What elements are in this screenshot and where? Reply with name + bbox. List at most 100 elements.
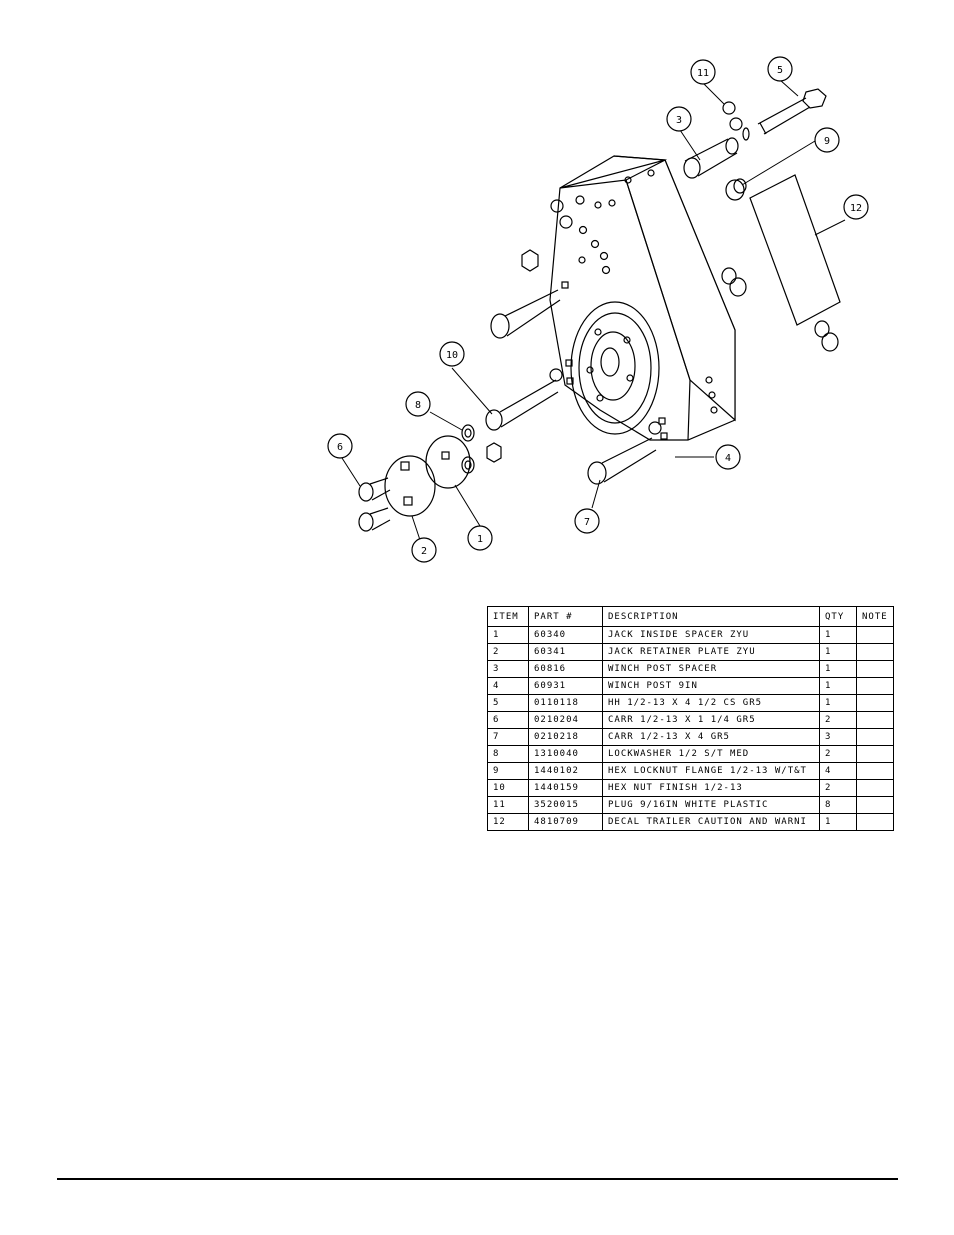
item-cell: 6 bbox=[487, 711, 529, 729]
header-part-number: PART # bbox=[528, 606, 603, 627]
note-cell bbox=[856, 711, 894, 729]
part-number-cell: 0110118 bbox=[528, 694, 603, 712]
item-cell: 3 bbox=[487, 660, 529, 678]
callout-label: 9 bbox=[824, 136, 830, 147]
callout-balloon: 7 bbox=[574, 508, 600, 534]
plugs bbox=[722, 101, 743, 131]
item-cell: 10 bbox=[487, 779, 529, 797]
qty-cell: 1 bbox=[819, 694, 857, 712]
part-number-cell: 60340 bbox=[528, 626, 603, 644]
part-number-cell: 60341 bbox=[528, 643, 603, 661]
callout-label: 5 bbox=[777, 65, 783, 76]
part-number-cell: 60931 bbox=[528, 677, 603, 695]
description-cell: DECAL TRAILER CAUTION AND WARNI bbox=[602, 813, 820, 831]
callout-label: 4 bbox=[725, 453, 731, 464]
callout-balloon: 3 bbox=[666, 106, 692, 132]
description-cell: LOCKWASHER 1/2 S/T MED bbox=[602, 745, 820, 763]
note-cell bbox=[856, 694, 894, 712]
description-cell: JACK RETAINER PLATE ZYU bbox=[602, 643, 820, 661]
item-cell: 2 bbox=[487, 643, 529, 661]
qty-cell: 4 bbox=[819, 762, 857, 780]
part-number-cell: 1440102 bbox=[528, 762, 603, 780]
note-cell bbox=[856, 677, 894, 695]
description-cell: HEX NUT FINISH 1/2-13 bbox=[602, 779, 820, 797]
jack-spacer-and-plate bbox=[358, 435, 471, 532]
note-cell bbox=[856, 762, 894, 780]
callout-balloon: 2 bbox=[411, 537, 437, 563]
callout-label: 3 bbox=[676, 115, 682, 126]
callout-balloon: 6 bbox=[327, 433, 353, 459]
description-cell: HH 1/2-13 X 4 1/2 CS GR5 bbox=[602, 694, 820, 712]
part-number-cell: 0210218 bbox=[528, 728, 603, 746]
qty-cell: 2 bbox=[819, 745, 857, 763]
callout-label: 10 bbox=[446, 350, 458, 361]
description-cell: HEX LOCKNUT FLANGE 1/2-13 W/T&T bbox=[602, 762, 820, 780]
note-cell bbox=[856, 779, 894, 797]
hex-bolt bbox=[742, 88, 827, 141]
item-cell: 12 bbox=[487, 813, 529, 831]
callout-balloon: 8 bbox=[405, 391, 431, 417]
header-item: ITEM bbox=[487, 606, 529, 627]
note-cell bbox=[856, 745, 894, 763]
callout-label: 2 bbox=[421, 546, 427, 557]
header-qty: QTY bbox=[819, 606, 857, 627]
leader-lines bbox=[341, 79, 846, 541]
note-cell bbox=[856, 813, 894, 831]
callout-label: 11 bbox=[697, 68, 709, 79]
description-cell: PLUG 9/16IN WHITE PLASTIC bbox=[602, 796, 820, 814]
carriage-bolts bbox=[485, 289, 657, 485]
description-cell: WINCH POST SPACER bbox=[602, 660, 820, 678]
header-note: NOTE bbox=[856, 606, 894, 627]
item-cell: 1 bbox=[487, 626, 529, 644]
qty-cell: 1 bbox=[819, 660, 857, 678]
item-cell: 8 bbox=[487, 745, 529, 763]
flange-locknut bbox=[725, 178, 747, 201]
description-cell: CARR 1/2-13 X 1 1/4 GR5 bbox=[602, 711, 820, 729]
caution-decal bbox=[749, 174, 841, 326]
callout-balloon: 9 bbox=[814, 127, 840, 153]
washers-nuts-left bbox=[461, 424, 502, 474]
note-cell bbox=[856, 626, 894, 644]
qty-cell: 1 bbox=[819, 677, 857, 695]
note-cell bbox=[856, 728, 894, 746]
qty-cell: 1 bbox=[819, 813, 857, 831]
description-cell: CARR 1/2-13 X 4 GR5 bbox=[602, 728, 820, 746]
qty-cell: 1 bbox=[819, 643, 857, 661]
qty-cell: 8 bbox=[819, 796, 857, 814]
description-cell: WINCH POST 9IN bbox=[602, 677, 820, 695]
part-number-cell: 1440159 bbox=[528, 779, 603, 797]
description-cell: JACK INSIDE SPACER ZYU bbox=[602, 626, 820, 644]
winch-post-housing bbox=[549, 155, 736, 441]
qty-cell: 2 bbox=[819, 779, 857, 797]
callout-balloon: 5 bbox=[767, 56, 793, 82]
footer-rule bbox=[57, 1178, 898, 1180]
part-number-cell: 3520015 bbox=[528, 796, 603, 814]
item-cell: 9 bbox=[487, 762, 529, 780]
item-cell: 5 bbox=[487, 694, 529, 712]
part-number-cell: 4810709 bbox=[528, 813, 603, 831]
table-header-row: ITEM PART # DESCRIPTION QTY NOTE bbox=[487, 606, 894, 627]
note-cell bbox=[856, 643, 894, 661]
callout-label: 7 bbox=[584, 517, 590, 528]
callout-balloon: 4 bbox=[715, 444, 741, 470]
part-number-cell: 60816 bbox=[528, 660, 603, 678]
qty-cell: 1 bbox=[819, 626, 857, 644]
callout-label: 1 bbox=[477, 534, 483, 545]
winch-post-spacer bbox=[683, 137, 739, 179]
nuts-right bbox=[521, 249, 839, 352]
callout-balloon: 10 bbox=[439, 341, 465, 367]
